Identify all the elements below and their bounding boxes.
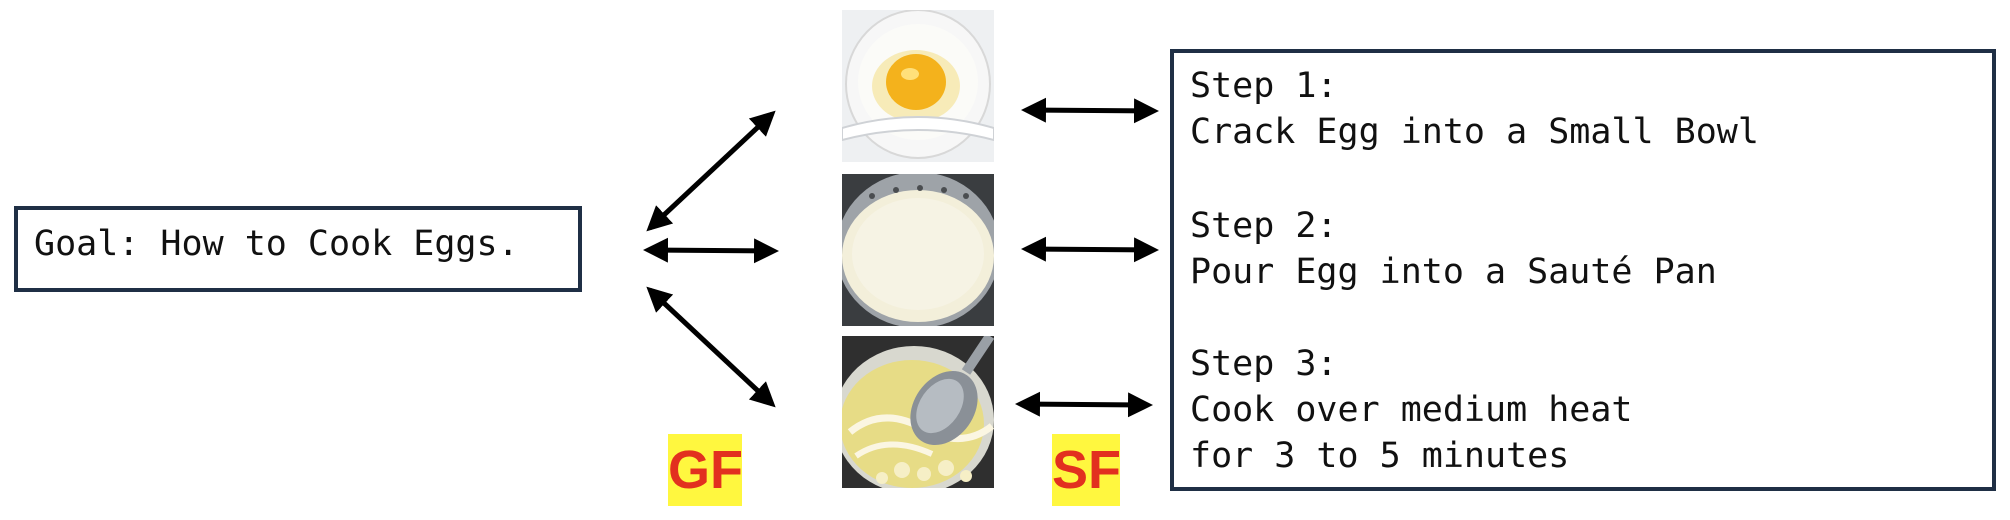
egg-cooking-spoon-image (842, 336, 994, 488)
steps-box: Step 1: Crack Egg into a Small Bowl Step… (1170, 49, 1996, 491)
step-2-label: Step 2: (1190, 206, 1338, 246)
step-3-text-line-1: Cook over medium heat (1190, 390, 1633, 430)
goal-text: Goal: How to Cook Eggs. (34, 224, 519, 264)
image1-to-step1-arrow (1021, 97, 1159, 124)
step-2-text: Pour Egg into a Sauté Pan (1190, 252, 1717, 292)
goal-box: Goal: How to Cook Eggs. (14, 206, 582, 292)
step-1-text: Crack Egg into a Small Bowl (1190, 112, 1759, 152)
egg-in-bowl-image (842, 10, 994, 162)
step-1-label: Step 1: (1190, 66, 1338, 106)
gf-tag: GF (668, 434, 743, 506)
step-3-label: Step 3: (1190, 344, 1338, 384)
sf-tag: SF (1052, 434, 1121, 506)
goal-to-step3-arrow (646, 286, 776, 408)
goal-to-step2-arrow (643, 237, 779, 264)
goal-to-step1-arrow (646, 110, 776, 232)
step-3-text-line-2: for 3 to 5 minutes (1190, 436, 1570, 476)
egg-in-pan-image (842, 174, 994, 326)
image3-to-step3-arrow (1015, 391, 1153, 418)
image2-to-step2-arrow (1021, 236, 1159, 263)
